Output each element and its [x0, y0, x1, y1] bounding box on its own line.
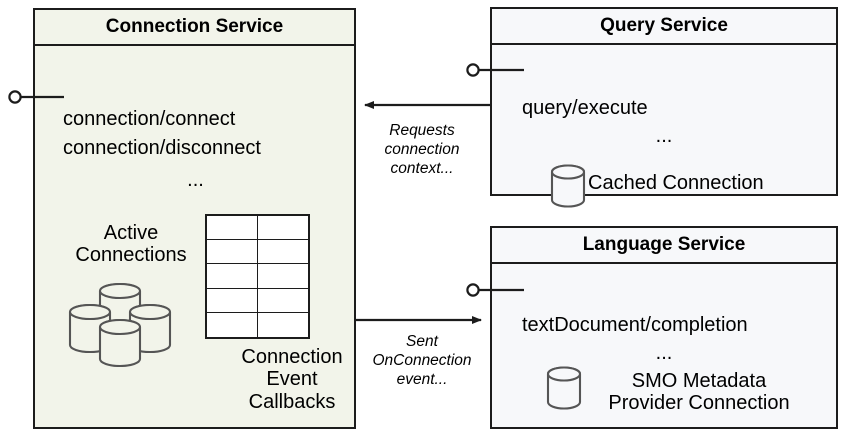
component-query-service[interactable]: Query Service query/execute ... Cached C… [490, 7, 838, 208]
connection-event-callbacks-label: Connection Event Callbacks [203, 346, 381, 413]
api-connection-disconnect: connection/disconnect [63, 137, 261, 159]
callbacks-line3: Callbacks [248, 390, 336, 413]
smo-label-line1: SMO Metadata [631, 370, 767, 392]
table-grid-icon [205, 214, 310, 339]
connection-service-provided-interface-lollipop-icon[interactable] [6, 85, 68, 109]
component-connection-service[interactable]: Connection Service connection/connect co… [33, 8, 356, 429]
language-service-body: textDocument/completion ... SMO Metadata… [492, 264, 836, 427]
edge-label-requests-connection-context: Requests connection context... [358, 122, 486, 179]
language-service-provided-interface-lollipop-icon[interactable] [464, 278, 526, 302]
language-service-title: Language Service [492, 228, 836, 264]
api-ellipsis: ... [655, 125, 673, 147]
callbacks-line2: Event [266, 368, 318, 391]
table-cell [257, 312, 308, 337]
database-cylinder-icon [546, 366, 582, 410]
api-query-execute: query/execute [522, 97, 648, 119]
smo-metadata-provider-connection-label: SMO Metadata Provider Connection [574, 370, 824, 415]
api-ellipsis: ... [187, 169, 204, 191]
edge-label-sent-onconnection-event: Sent OnConnection event... [358, 333, 486, 390]
edge-label-line1: Requests [389, 122, 455, 139]
connection-service-body: connection/connect connection/disconnect… [35, 46, 354, 427]
table-cell [257, 216, 308, 241]
connection-service-title: Connection Service [35, 10, 354, 46]
callbacks-line1: Connection [241, 346, 343, 368]
table-cell [257, 240, 308, 265]
cached-connection-label: Cached Connection [588, 172, 764, 194]
table-cell [257, 288, 308, 313]
query-service-title: Query Service [492, 9, 836, 45]
smo-label-line2: Provider Connection [608, 392, 790, 415]
table-cell [257, 264, 308, 289]
table-cell [207, 240, 258, 265]
table-cell [207, 288, 258, 313]
edge-label-line3: context... [390, 159, 454, 177]
query-service-body: query/execute ... Cached Connection [492, 45, 836, 208]
table-cell [207, 264, 258, 289]
active-connections-line1: Active [103, 222, 159, 244]
database-cylinder-icon [550, 164, 586, 208]
table-cell [207, 216, 258, 241]
database-cluster-icon [68, 282, 172, 367]
api-ellipsis: ... [655, 342, 673, 364]
edge-label-line2: OnConnection [372, 351, 472, 369]
edge-label-line1: Sent [406, 333, 438, 350]
edge-label-line2: connection [384, 140, 460, 158]
query-service-provided-interface-lollipop-icon[interactable] [464, 58, 526, 82]
table-cell [207, 312, 258, 337]
edge-label-line3: event... [396, 370, 448, 388]
api-connection-connect: connection/connect [63, 108, 236, 130]
api-textdocument-completion: textDocument/completion [522, 314, 748, 336]
active-connections-line2: Connections [75, 244, 187, 267]
active-connections-label: Active Connections [45, 222, 217, 267]
component-language-service[interactable]: Language Service textDocument/completion… [490, 226, 838, 429]
